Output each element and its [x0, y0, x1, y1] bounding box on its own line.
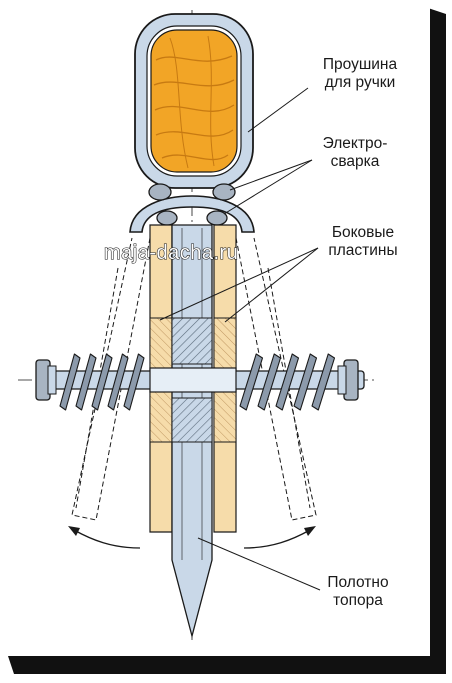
spring-coil — [257, 353, 282, 411]
spring-coil — [293, 353, 318, 411]
label-eyelet-line1: Проушина — [322, 56, 398, 73]
label-eyelet: Проушина для ручки — [300, 56, 420, 92]
spring-left — [59, 353, 145, 411]
label-eyelet-line2: для ручки — [324, 74, 396, 91]
label-weld: Электро- сварка — [300, 135, 410, 171]
spring-coil — [311, 353, 336, 411]
spring-coil — [239, 353, 264, 411]
spring-coil — [59, 353, 81, 411]
label-weld-line1: Электро- — [322, 135, 388, 152]
spring-coil — [107, 353, 129, 411]
spring-coil — [75, 353, 97, 411]
label-side-plates-line1: Боковые — [331, 224, 395, 241]
spring-coil — [91, 353, 113, 411]
label-side-plates-line2: пластины — [328, 242, 398, 259]
label-blade: Полотно топора — [308, 574, 408, 610]
label-blade-line1: Полотно — [327, 574, 389, 591]
spring-coil — [275, 353, 300, 411]
swing-arrows — [68, 526, 316, 549]
label-side-plates: Боковые пластины — [308, 224, 418, 260]
wooden-handle — [150, 29, 238, 173]
leader-lines — [159, 87, 321, 591]
label-weld-line2: сварка — [330, 153, 380, 170]
spring-coil — [123, 353, 145, 411]
axe-blade — [171, 224, 213, 639]
label-blade-line2: топора — [333, 592, 383, 609]
watermark: maja-dacha.ru — [103, 241, 239, 264]
weld-beads — [148, 183, 236, 226]
spring-right — [239, 353, 336, 411]
